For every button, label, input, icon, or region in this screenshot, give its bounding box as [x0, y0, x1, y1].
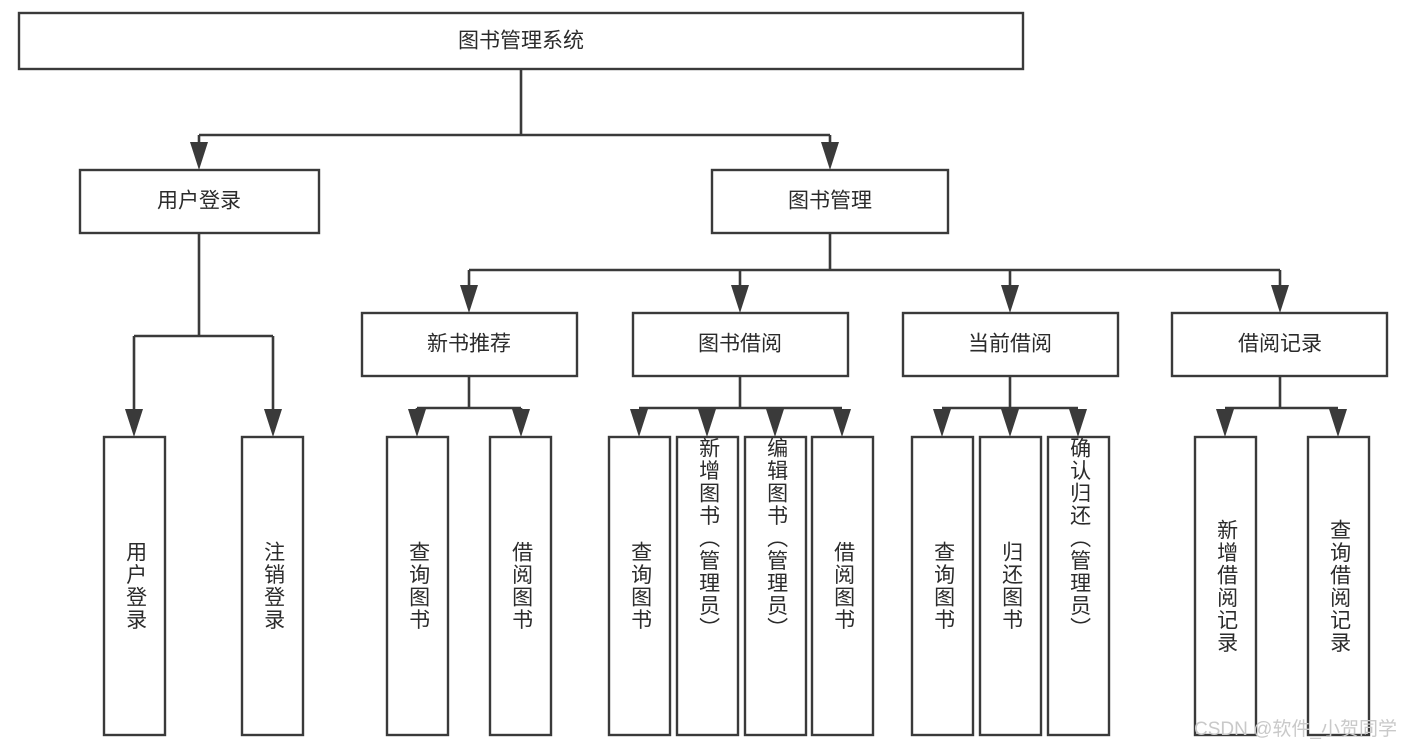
node-book-borrow-box[interactable]	[631, 311, 850, 378]
arrowhead-leaf-user-login	[125, 409, 143, 437]
node-root-label: 图书管理系统	[458, 30, 584, 53]
node-root-box[interactable]	[17, 11, 1025, 71]
leaf-box-logout[interactable]	[240, 435, 305, 737]
arrowhead-current-borrow	[1001, 285, 1019, 313]
leaf-box-cb-return[interactable]	[978, 435, 1043, 737]
node-borrow-record-box[interactable]	[1170, 311, 1389, 378]
leaf-box-cb-query[interactable]	[910, 435, 975, 737]
leaf-box-nb-borrow[interactable]	[488, 435, 553, 737]
node-current-borrow-box[interactable]	[901, 311, 1120, 378]
node-book-mgmt-label: 图书管理	[788, 190, 872, 213]
node-user-login-label: 用户登录	[157, 190, 241, 213]
leaf-box-user-login[interactable]	[102, 435, 167, 737]
node-user-login-box[interactable]	[78, 168, 321, 235]
leaf-box-bb-query[interactable]	[607, 435, 672, 737]
arrowhead-borrow-record	[1271, 285, 1289, 313]
leaf-box-cb-confirm[interactable]	[1046, 435, 1111, 737]
arrowhead-leaf-logout	[264, 409, 282, 437]
leaf-box-bb-borrow[interactable]	[810, 435, 875, 737]
arrowhead-book-mgmt	[821, 142, 839, 170]
leaf-box-nb-query[interactable]	[385, 435, 450, 737]
arrowhead-bb-leaf-3	[766, 409, 784, 437]
leaf-box-bb-add[interactable]	[675, 435, 740, 737]
arrowhead-nb-leaf-2	[512, 409, 530, 437]
arrowhead-cb-leaf-3	[1069, 409, 1087, 437]
arrowhead-bb-leaf-4	[833, 409, 851, 437]
leaf-box-br-add[interactable]	[1193, 435, 1258, 737]
arrowhead-nb-leaf-1	[408, 409, 426, 437]
arrowhead-br-leaf-1	[1216, 409, 1234, 437]
arrowhead-book-borrow	[731, 285, 749, 313]
node-new-book-box[interactable]	[360, 311, 579, 378]
node-book-mgmt-box[interactable]	[710, 168, 950, 235]
node-book-borrow-label: 图书借阅	[698, 333, 782, 356]
arrowhead-cb-leaf-1	[933, 409, 951, 437]
arrowhead-new-book	[460, 285, 478, 313]
arrowhead-bb-leaf-2	[698, 409, 716, 437]
arrowhead-bb-leaf-1	[630, 409, 648, 437]
leaf-box-bb-edit[interactable]	[743, 435, 808, 737]
arrowhead-user-login	[190, 142, 208, 170]
node-borrow-record-label: 借阅记录	[1238, 333, 1322, 356]
arrowhead-cb-leaf-2	[1001, 409, 1019, 437]
arrowhead-br-leaf-2	[1329, 409, 1347, 437]
node-new-book-label: 新书推荐	[427, 333, 511, 356]
leaf-box-br-query[interactable]	[1306, 435, 1371, 737]
edges-layer	[125, 69, 1347, 437]
node-current-borrow-label: 当前借阅	[968, 333, 1052, 356]
nodes-layer: 图书管理系统 用户登录 图书管理 新书推荐 图书借阅 当前借阅 借阅记录	[17, 11, 1389, 737]
